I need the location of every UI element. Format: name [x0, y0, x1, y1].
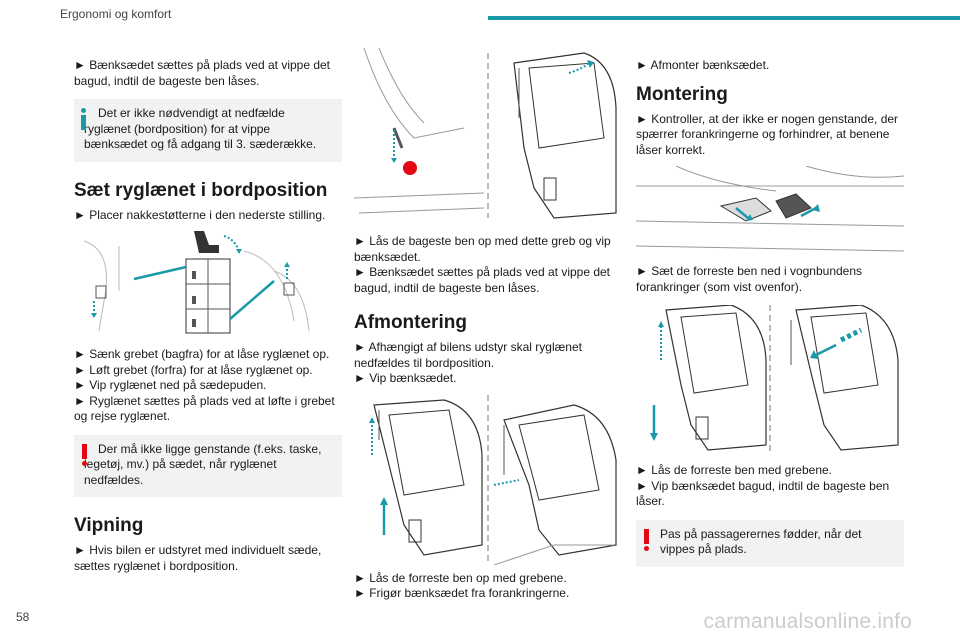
paragraph: ► Bænksædet sættes på plads ved at vippe…	[74, 58, 331, 88]
warning-icon	[644, 528, 649, 551]
page-number: 58	[16, 610, 30, 624]
section-heading: Afmontering	[354, 312, 467, 333]
paragraph: ► Vip bænksædet.	[354, 371, 457, 385]
warning-icon	[82, 443, 87, 466]
warning-note-text: Der må ikke ligge genstande (f.eks. task…	[84, 441, 322, 487]
column-3: ► Afmonter bænksædet. Montering ► Kontro…	[636, 58, 904, 567]
paragraph: ► Lås de forreste ben op med grebene.	[354, 570, 567, 585]
illustration-front-legs-lock	[636, 305, 904, 455]
section-heading: Vipning	[74, 515, 144, 536]
column-1: ► Bænksædet sættes på plads ved at vippe…	[74, 58, 342, 574]
step-item: ► Vip ryglænet ned på sædepuden.	[74, 378, 267, 392]
paragraph: ► Afhængigt af bilens udstyr skal ryglæn…	[354, 340, 582, 370]
column-2: ► Lås de bageste ben op med dette greb o…	[354, 48, 622, 602]
step-item: ► Ryglænet sættes på plads ved at løfte …	[74, 393, 335, 424]
paragraph: ► Afmonter bænksædet.	[636, 58, 770, 72]
illustration-rear-lever	[354, 48, 622, 223]
paragraph: ► Bænksædet sættes på plads ved at vippe…	[354, 265, 611, 295]
warning-note-text: Pas på passagerernes fødder, når det vip…	[660, 526, 862, 557]
paragraph: ► Lås de forreste ben med grebene.	[636, 463, 832, 477]
info-note: Det er ikke nødvendigt at nedfælde ryglæ…	[74, 99, 342, 162]
section-heading: Sæt ryglænet i bordposition	[74, 179, 328, 201]
watermark: carmanualsonline.info	[703, 610, 912, 633]
header-accent-bar	[488, 16, 960, 20]
warning-note: Der må ikke ligge genstande (f.eks. task…	[74, 434, 342, 497]
paragraph: ► Hvis bilen er udstyret med individuelt…	[74, 543, 322, 573]
paragraph: ► Lås de bageste ben op med dette greb o…	[354, 234, 611, 264]
paragraph: ► Placer nakkestøtterne i den nederste s…	[74, 207, 326, 222]
header-title: Ergonomi og komfort	[60, 7, 172, 21]
info-note-text: Det er ikke nødvendigt at nedfælde ryglæ…	[84, 106, 317, 151]
illustration-anchorage	[636, 166, 904, 256]
illustration-headrest-levers	[74, 231, 342, 339]
step-item: ► Sænk grebet (bagfra) for at låse ryglæ…	[74, 347, 330, 361]
paragraph: ► Kontroller, at der ikke er nogen genst…	[636, 111, 899, 157]
paragraph: ► Sæt de forreste ben ned i vognbundens …	[636, 264, 863, 294]
step-item: ► Løft grebet (forfra) for at låse ryglæ…	[74, 362, 313, 377]
illustration-front-levers	[354, 394, 622, 565]
paragraph: ► Vip bænksædet bagud, indtil de bageste…	[636, 478, 890, 509]
warning-note: Pas på passagerernes fødder, når det vip…	[636, 519, 904, 567]
paragraph: ► Frigør bænksædet fra forankringerne.	[354, 586, 570, 600]
info-icon	[81, 108, 86, 130]
section-heading: Montering	[636, 83, 728, 105]
